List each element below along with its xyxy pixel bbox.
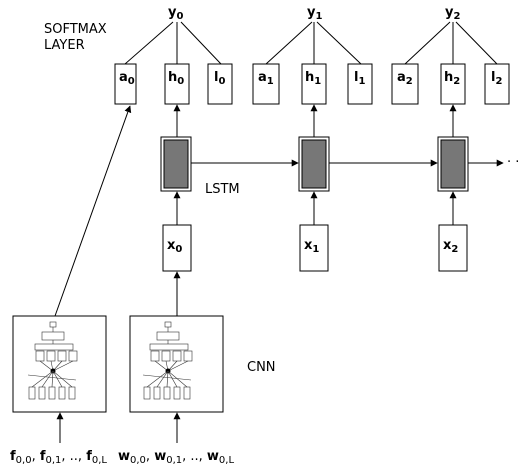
softmax-label-line1: SOFTMAX <box>44 22 107 37</box>
output-y2: y2 <box>445 5 460 22</box>
lstm-cell-0 <box>163 139 189 189</box>
cnn-image-box <box>12 315 107 413</box>
input-f-sequence: f0,0, f0,1, .., f0,L <box>10 449 107 466</box>
cnn-word-box <box>129 315 224 413</box>
edge-a0-y0 <box>124 21 174 65</box>
softmax-a2 <box>391 63 419 105</box>
label-x0: x0 <box>167 238 182 255</box>
cnn-network-icon <box>27 321 78 400</box>
timestep-0: y0 a0 h0 l0 x0 <box>114 5 233 272</box>
label-l2: l2 <box>491 70 502 87</box>
softmax-l2 <box>484 63 510 105</box>
output-y1: y1 <box>307 5 322 22</box>
label-a1: a1 <box>258 70 274 87</box>
softmax-label-line2: LAYER <box>44 38 85 53</box>
label-l1: l1 <box>354 70 365 87</box>
label-x2: x2 <box>443 238 458 255</box>
lstm-label: LSTM <box>205 182 240 197</box>
softmax-h1 <box>301 63 327 105</box>
label-l0: l0 <box>214 70 225 87</box>
edge-l1-y1 <box>316 21 362 65</box>
cnn-network-icon <box>142 321 193 400</box>
softmax-a1 <box>252 63 280 105</box>
input-x2 <box>438 224 468 272</box>
edge-cnn-a0 <box>54 105 132 317</box>
output-y0: y0 <box>168 5 183 22</box>
input-x1 <box>299 224 329 272</box>
softmax-h0 <box>164 63 190 105</box>
edge-l0-y0 <box>180 21 222 65</box>
input-w-sequence: w0,0, w0,1, .., w0,L <box>118 449 234 466</box>
softmax-a0 <box>114 63 137 105</box>
continuation-ellipsis: · · <box>507 155 519 170</box>
softmax-h2 <box>440 63 466 105</box>
label-h0: h0 <box>168 70 184 87</box>
input-x0 <box>162 224 192 272</box>
softmax-l0 <box>207 63 233 105</box>
lstm-cell-2 <box>440 139 466 189</box>
edge-a1-y1 <box>265 21 313 65</box>
label-x1: x1 <box>304 238 319 255</box>
label-h2: h2 <box>444 70 460 87</box>
label-h1: h1 <box>305 70 321 87</box>
timestep-1: y1 a1 h1 l1 x1 <box>252 5 373 272</box>
timestep-2: y2 a2 h2 l2 x2 <box>391 5 510 272</box>
edge-a2-y2 <box>404 21 451 65</box>
edge-l2-y2 <box>455 21 498 65</box>
label-a0: a0 <box>119 70 135 87</box>
cnn-label: CNN <box>247 360 276 375</box>
softmax-l1 <box>347 63 373 105</box>
label-a2: a2 <box>397 70 413 87</box>
lstm-cell-1 <box>301 139 327 189</box>
